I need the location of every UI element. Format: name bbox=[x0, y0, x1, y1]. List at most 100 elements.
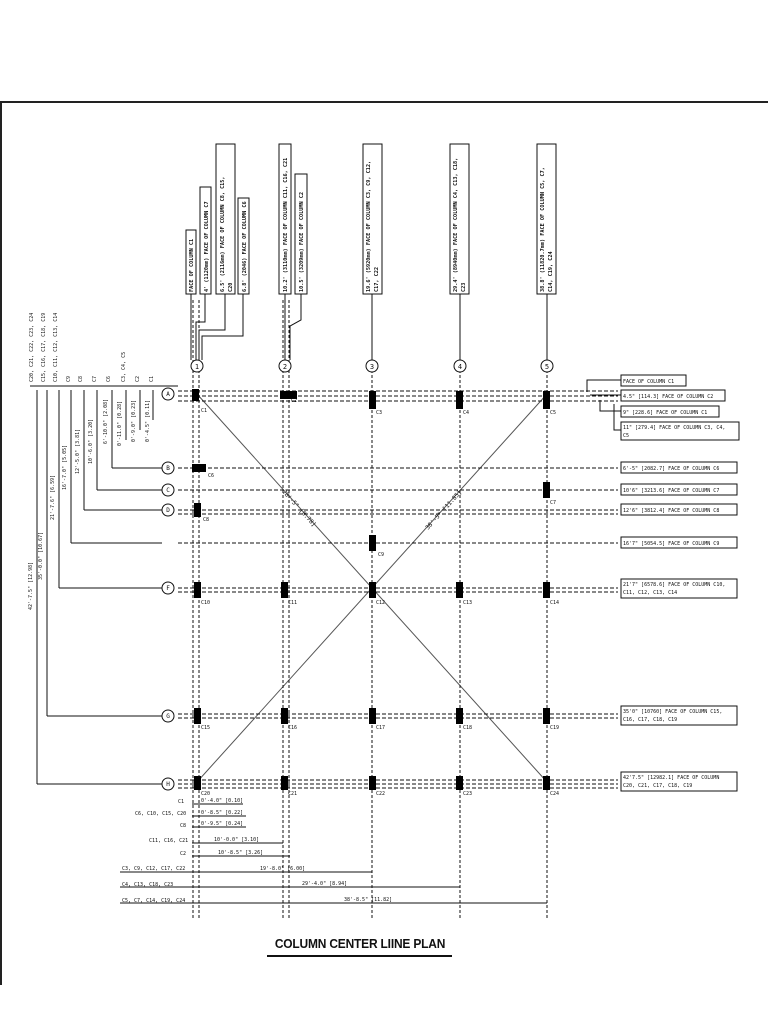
column-tag: C16 bbox=[288, 725, 297, 731]
left-col-label: C3, C4, C5 bbox=[121, 352, 127, 382]
left-col-label: C20, C21, C22, C23, C24 bbox=[29, 313, 35, 382]
callout-text: 6.5' (2116mm) FACE OF COLUMN C8, C15, bbox=[220, 176, 226, 292]
grid-bubble bbox=[190, 359, 204, 373]
left-dimension-lines bbox=[30, 385, 178, 785]
grid-row-label: G bbox=[166, 713, 170, 720]
bottom-dim-text: 38'-8.5" [11.82] bbox=[344, 897, 392, 903]
column bbox=[281, 776, 288, 790]
leader bbox=[613, 404, 621, 431]
column-tag: C22 bbox=[376, 791, 385, 797]
column-tag: C4 bbox=[463, 410, 469, 416]
bottom-col-label: C11, C16, C21 bbox=[149, 838, 188, 844]
bottom-dim-text: 29'-4.0" [8.94] bbox=[302, 881, 347, 887]
left-dim-text: 0'-4.5" [0.11] bbox=[145, 400, 151, 442]
title-underline bbox=[267, 955, 452, 957]
vertical-gridlines bbox=[192, 300, 548, 920]
grid-row-label: H bbox=[166, 781, 170, 788]
bottom-col-label: C3, C9, C12, C17, C22 bbox=[122, 866, 185, 872]
column-bubbles bbox=[190, 359, 554, 373]
callout-text: C20, C21, C17, C18, C19 bbox=[623, 783, 692, 789]
callout-text: C16, C17, C18, C19 bbox=[623, 717, 677, 723]
column bbox=[369, 391, 376, 409]
leader bbox=[599, 400, 621, 412]
column bbox=[192, 464, 206, 472]
left-dim-text: 6'-10.0" [2.08] bbox=[103, 399, 109, 444]
diagonal-dim: 28'-5" [8.78] bbox=[281, 489, 318, 529]
callout-text: 21'7" [6578.6] FACE OF COLUMN C10, bbox=[623, 582, 725, 588]
callout-text: 11" [279.4] FACE OF COLUMN C3, C4, bbox=[623, 425, 725, 431]
callout-text: 35'0" [10760] FACE OF COLUMN C15, bbox=[623, 709, 722, 715]
callout-text: C17, C22 bbox=[374, 267, 380, 292]
grid-row-label: D bbox=[166, 507, 170, 514]
callout-text: 9" [228.6] FACE OF COLUMN C1 bbox=[623, 410, 707, 416]
bottom-dim-text: 10'-8.5" [3.26] bbox=[218, 850, 263, 856]
callout-text: 38.8' (11820.7mm) FACE OF COLUMN C5, C7, bbox=[540, 167, 546, 292]
column bbox=[543, 708, 550, 724]
callout-text: C23 bbox=[461, 283, 467, 292]
callout-text: 4' (1120mm) FACE OF COLUMN C7 bbox=[204, 201, 210, 292]
column-tag: C18 bbox=[463, 725, 472, 731]
left-dim-text: 21'-7.6" [6.59] bbox=[50, 475, 56, 520]
column bbox=[280, 391, 297, 399]
grid-row-label: A bbox=[166, 391, 170, 398]
plan-title: COLUMN CENTER LIINE PLAN bbox=[274, 936, 446, 951]
callout-text: 10'6" [3213.6] FACE OF COLUMN C7 bbox=[623, 488, 719, 494]
grid-row-label: B bbox=[166, 465, 170, 472]
column bbox=[194, 708, 201, 724]
callout-text: 29.4' (8940mm) FACE OF COLUMN C4, C13, C… bbox=[453, 158, 459, 292]
callout-box bbox=[620, 536, 738, 549]
callout-text: 6'-5" [2082.7] FACE OF COLUMN C6 bbox=[623, 466, 719, 472]
bottom-dim-text: 19'-8.0" [6.00] bbox=[260, 866, 305, 872]
callout-text: 42'7.5" [12982.1] FACE OF COLUMN bbox=[623, 775, 719, 781]
left-col-label: C6 bbox=[106, 376, 112, 382]
right-callouts bbox=[620, 374, 740, 792]
leader bbox=[289, 294, 302, 360]
column bbox=[369, 776, 376, 790]
grid-col-label: 2 bbox=[283, 363, 287, 371]
grid-bubble bbox=[161, 387, 175, 401]
column-tag: C20 bbox=[201, 791, 210, 797]
grid-col-label: 3 bbox=[370, 363, 374, 371]
bottom-dimension-lines bbox=[120, 803, 547, 904]
callout-text: 12'6" [3812.4] FACE OF COLUMN C8 bbox=[623, 508, 719, 514]
callout-text: FACE OF COLUMN C1 bbox=[623, 379, 674, 385]
callout-box bbox=[620, 503, 738, 516]
column-tag: C1 bbox=[201, 408, 207, 414]
left-col-label: C10, C11, C12, C13, C14 bbox=[53, 313, 59, 382]
top-callouts bbox=[185, 143, 557, 295]
column bbox=[543, 582, 550, 598]
column-tag: C15 bbox=[201, 725, 210, 731]
callout-box bbox=[620, 705, 738, 726]
column bbox=[369, 535, 376, 551]
bottom-dim-text: 0'-4.0" [0.10] bbox=[201, 798, 243, 804]
column-tag: C24 bbox=[550, 791, 559, 797]
left-col-label: C7 bbox=[92, 376, 98, 382]
callout-box bbox=[620, 421, 740, 441]
left-dim-text: 42'-7.5" [12.98] bbox=[28, 562, 34, 610]
column-tag: C9 bbox=[378, 552, 384, 558]
column bbox=[194, 503, 201, 517]
callout-box bbox=[620, 483, 738, 496]
column bbox=[543, 391, 550, 409]
grid-row-label: C bbox=[166, 487, 170, 494]
column-tag: C12 bbox=[376, 600, 385, 606]
callout-text: C20 bbox=[228, 283, 234, 292]
column-tag: C14 bbox=[550, 600, 559, 606]
column-tag: C13 bbox=[463, 600, 472, 606]
column-tag: C10 bbox=[201, 600, 210, 606]
top-leaders bbox=[190, 294, 548, 360]
leader bbox=[195, 294, 206, 360]
column bbox=[369, 582, 376, 598]
callout-box bbox=[620, 461, 738, 474]
column bbox=[543, 482, 550, 498]
column-tag: C21 bbox=[288, 791, 297, 797]
column-tag: C6 bbox=[208, 473, 214, 479]
callout-box bbox=[620, 771, 738, 792]
bottom-col-label: C6, C10, C15, C20 bbox=[135, 811, 186, 817]
callout-text: 10.2' (3110mm) FACE OF COLUMN C11, C16, … bbox=[283, 158, 289, 292]
column-tag: C17 bbox=[376, 725, 385, 731]
bottom-col-label: C5, C7, C14, C19, C24 bbox=[122, 898, 185, 904]
left-dim-text: 10'-6.0" [3.20] bbox=[88, 419, 94, 464]
left-dim-text: 35'-0.0" [10.67] bbox=[38, 532, 44, 580]
